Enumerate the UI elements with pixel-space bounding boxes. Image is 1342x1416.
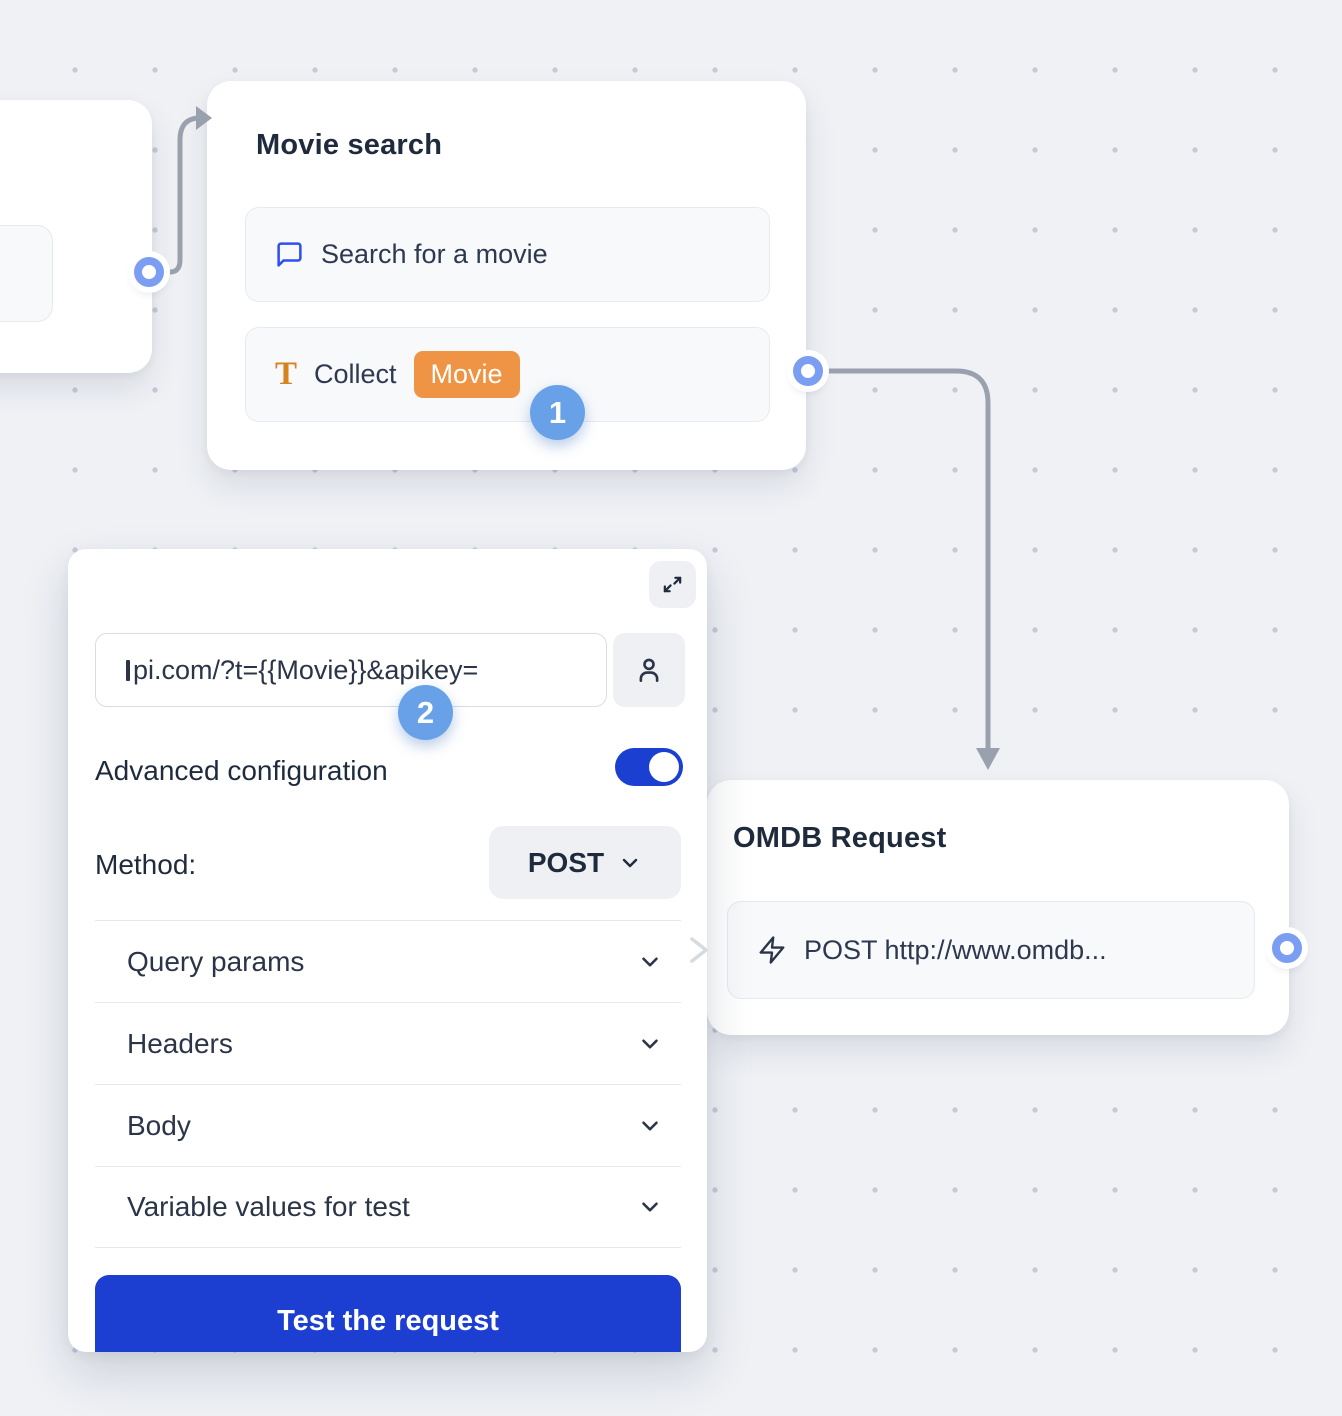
toggle-knob [649,752,679,782]
section-label: Headers [127,1027,233,1059]
output-port-omdb-request[interactable] [1272,933,1302,963]
chevron-down-icon [637,1031,663,1057]
section-variable-values[interactable]: Variable values for test [95,1166,681,1248]
node-item-collect-movie[interactable]: T Collect Movie [245,327,770,422]
node-movie-search[interactable]: Movie search Search for a movie T Collec… [207,81,806,470]
chevron-down-icon [637,1113,663,1139]
input-port-chevron-icon [687,935,713,965]
step-badge-2: 2 [398,685,453,740]
method-label: Method: [95,849,197,880]
output-port-left-card[interactable] [134,257,164,287]
section-label: Variable values for test [127,1191,410,1222]
person-variable-button[interactable] [613,633,685,707]
person-icon [634,655,664,685]
node-omdb-request[interactable]: OMDB Request POST http://www.omdb... [707,780,1289,1035]
advanced-configuration-label: Advanced configuration [95,755,388,786]
output-port-movie-search[interactable] [793,356,823,386]
method-dropdown[interactable]: POST [489,826,681,899]
url-input[interactable]: pi.com/?t={{Movie}}&apikey= [95,633,607,707]
chevron-down-icon [637,949,663,975]
text-collect-icon: T [275,356,298,392]
webhook-config-panel[interactable]: pi.com/?t={{Movie}}&apikey= Advanced con… [68,549,707,1352]
connection-line-start-to-movie-search [163,115,203,275]
item-label: Search for a movie [321,239,548,269]
connection-line-movie-search-to-omdb [820,368,991,751]
method-value: POST [527,846,605,878]
section-body[interactable]: Body [95,1084,681,1166]
item-label: POST http://www.omdb... [804,934,1107,965]
step-badge-1: 1 [530,385,585,440]
chevron-down-icon [637,1194,663,1220]
lightning-icon [757,935,787,965]
arrowhead-down-icon [976,748,1000,770]
url-input-value: pi.com/?t={{Movie}}&apikey= [133,654,479,685]
expand-panel-button[interactable] [649,561,696,608]
advanced-configuration-toggle[interactable] [615,748,683,786]
chat-bubble-icon [275,240,304,269]
partial-left-node-card[interactable] [0,100,152,373]
section-headers[interactable]: Headers [95,1002,681,1084]
test-request-button[interactable]: Test the request [95,1275,681,1352]
node-item-post-request[interactable]: POST http://www.omdb... [727,901,1255,999]
variable-badge-movie[interactable]: Movie [413,351,520,398]
section-label: Body [127,1109,191,1141]
node-item-search-for-a-movie[interactable]: Search for a movie [245,207,770,302]
section-query-params[interactable]: Query params [95,920,681,1002]
node-title: OMDB Request [733,822,947,854]
clipped-glyph [126,659,130,681]
chevron-down-icon [618,851,642,875]
partial-node-item[interactable] [0,225,53,322]
section-label: Query params [127,945,305,977]
item-label: Collect [314,359,397,389]
expand-icon [661,573,684,596]
node-title: Movie search [256,129,443,161]
